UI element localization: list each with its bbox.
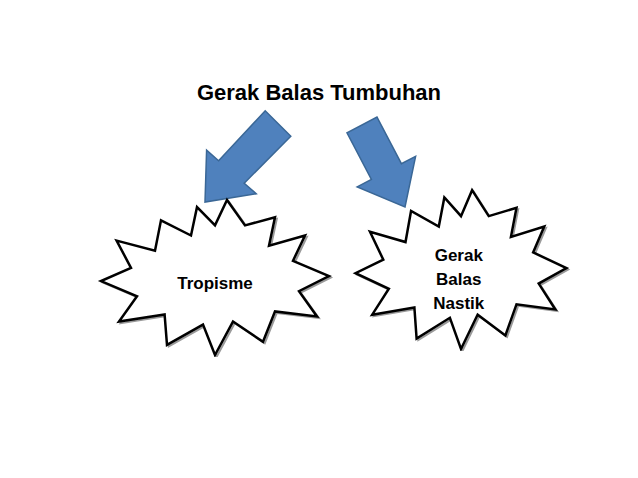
- leaf-node: Gerak Balas Nastik: [350, 185, 572, 351]
- leaf-text: Gerak Balas Nastik: [423, 244, 495, 315]
- node-label: Tropisme: [155, 272, 275, 296]
- leaf-outline: [350, 185, 572, 351]
- leaf-node: Tropisme: [95, 195, 335, 357]
- block-arrow: [347, 117, 416, 207]
- block-arrow: [205, 111, 291, 202]
- leaf-text: Tropisme: [155, 272, 275, 296]
- diagram-title: Gerak Balas Tumbuhan: [0, 80, 638, 106]
- node-label: Gerak Balas Nastik: [423, 244, 495, 315]
